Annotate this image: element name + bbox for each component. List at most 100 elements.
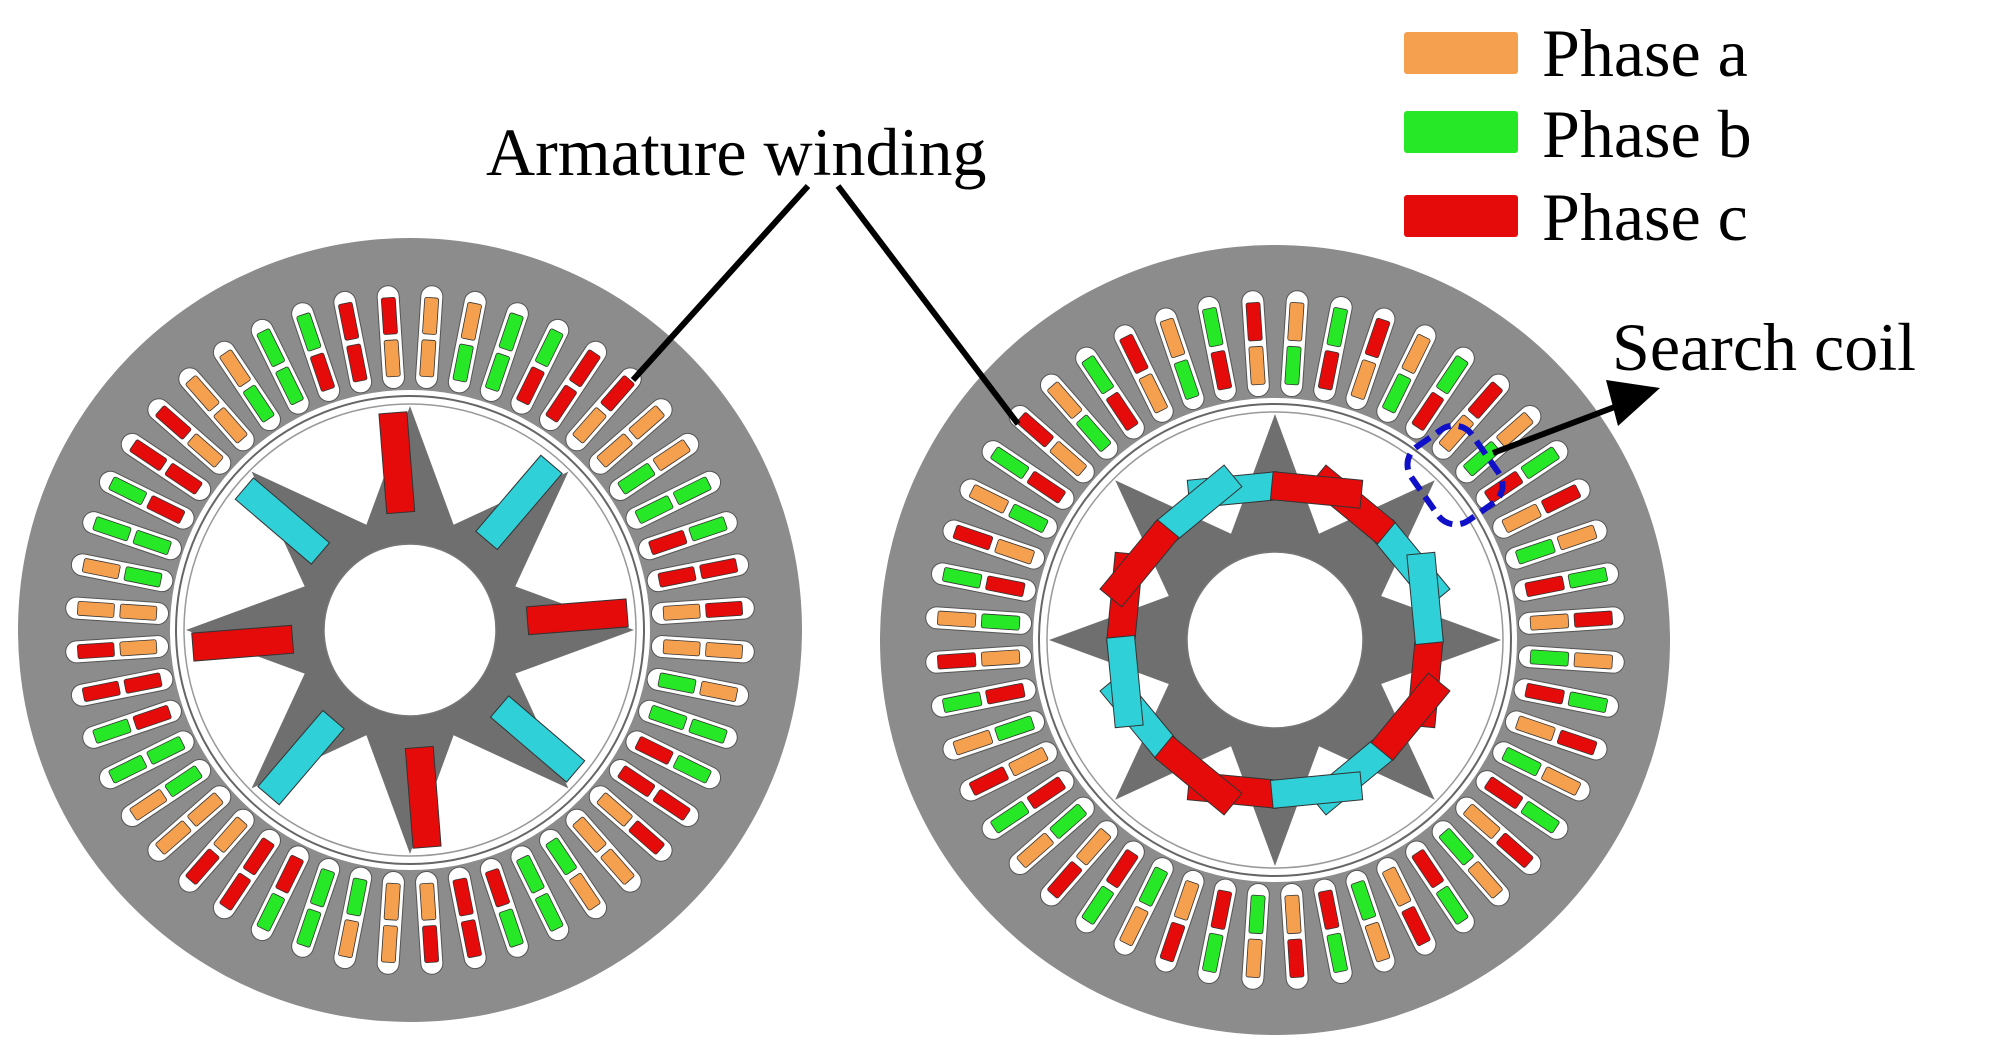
stator-slot — [70, 667, 174, 707]
coil-side-inner — [1174, 359, 1200, 400]
stator-slot — [178, 367, 255, 452]
coil-side-outer — [1202, 932, 1224, 973]
coil-side-outer — [673, 755, 712, 784]
coil-side-outer — [256, 328, 285, 367]
leader-line-right — [835, 184, 1021, 426]
coil-side-outer — [936, 652, 977, 670]
coil-side-inner — [1106, 849, 1139, 888]
stator-slot — [925, 606, 1033, 635]
coil-side-inner — [310, 352, 335, 392]
coil-side-inner — [994, 539, 1035, 565]
coil-side-outer — [569, 873, 601, 911]
coil-side-inner — [187, 792, 224, 827]
coil-side-inner — [146, 495, 186, 524]
coil-side-inner — [617, 765, 656, 797]
stator-slot — [942, 710, 1046, 761]
stator-slot — [212, 828, 281, 920]
rotor-magnet-pair — [257, 709, 345, 834]
coil-side-inner — [662, 603, 701, 621]
coil-side-outer — [460, 301, 482, 341]
coil-side-outer — [699, 558, 739, 580]
right-motor-cross-section — [880, 245, 1670, 1035]
coil-side-outer — [1496, 832, 1534, 868]
coil-side-outer — [1159, 317, 1186, 359]
rotor-magnet-pair — [1099, 434, 1364, 608]
coil-side-inner — [164, 463, 203, 495]
magnet-left — [1269, 771, 1364, 809]
coil-side-outer — [498, 312, 524, 352]
stator-slot — [646, 667, 750, 707]
stator-slot — [98, 730, 195, 790]
magnet-left — [1153, 735, 1243, 816]
magnet-spoke — [257, 709, 345, 806]
coil-side-outer — [1556, 524, 1598, 551]
coil-side-outer — [1401, 906, 1431, 946]
coil-side-outer — [952, 524, 994, 551]
stator-slot — [1345, 869, 1396, 973]
stator-slot — [147, 398, 232, 475]
coil-side-inner — [1484, 776, 1523, 809]
coil-side-inner — [123, 566, 163, 588]
stator-slot — [625, 470, 722, 530]
stator-slot — [1455, 796, 1542, 876]
flux-barrier — [325, 426, 342, 451]
stator-slot — [178, 808, 255, 893]
search-coil-arrowhead — [1606, 380, 1660, 426]
coil-side-inner — [346, 343, 368, 383]
flux-barrier — [325, 809, 342, 834]
search-coil-annotation: Search coil — [1491, 309, 1916, 456]
coil-side-inner — [123, 672, 163, 694]
stator-slot — [447, 866, 487, 970]
coil-side-inner — [275, 366, 304, 406]
coil-side-inner — [1501, 747, 1542, 777]
coil-side-outer — [296, 312, 322, 352]
coil-side-outer — [936, 610, 977, 628]
magnet-left — [1099, 518, 1180, 608]
coil-side-outer — [81, 558, 121, 580]
coil-side-outer — [1573, 610, 1614, 628]
coil-side-inner — [1210, 889, 1232, 930]
coil-side-outer — [81, 680, 121, 702]
stator-slot — [250, 318, 310, 415]
stator-slot — [565, 808, 642, 893]
rotor-magnet-pair — [325, 411, 416, 515]
stator-slot — [1039, 373, 1119, 460]
stator-slot — [376, 870, 405, 975]
coil-side-inner — [634, 495, 674, 524]
flux-barrier — [206, 698, 231, 715]
coil-side-inner — [485, 352, 510, 392]
coil-side-outer — [1520, 446, 1560, 479]
coil-side-outer — [219, 349, 251, 387]
coil-side-outer — [1047, 381, 1083, 419]
coil-side-inner — [213, 816, 248, 853]
stator-slot — [510, 318, 570, 415]
coil-side-outer — [952, 729, 994, 756]
legend-swatch-phase-c — [1404, 195, 1518, 237]
coil-side-inner — [213, 407, 248, 444]
coil-side-inner — [243, 384, 275, 423]
coil-side-outer — [1119, 906, 1149, 946]
coil-side-outer — [129, 439, 167, 471]
stator-slot — [98, 470, 195, 530]
coil-side-inner — [545, 837, 577, 876]
stator-slot — [1008, 404, 1095, 484]
phase-legend: Phase a Phase b Phase c — [1404, 15, 1752, 255]
coil-side-inner — [1382, 866, 1412, 907]
coil-side-outer — [1573, 652, 1614, 670]
coil-side-outer — [1119, 334, 1149, 374]
coil-side-outer — [969, 766, 1009, 796]
coil-side-outer — [569, 349, 601, 387]
armature-leader-lines — [630, 183, 1021, 426]
stator-slot — [1241, 882, 1270, 990]
coil-side-outer — [1496, 412, 1534, 448]
flux-barrier — [1456, 709, 1481, 725]
coil-side-inner — [1350, 359, 1376, 400]
magnet-spoke — [525, 598, 629, 636]
stator-slot — [1513, 678, 1619, 718]
coil-side-inner — [1350, 880, 1376, 921]
stator-slot — [1405, 346, 1475, 440]
stator-slot — [479, 858, 529, 958]
stator-slot — [1475, 770, 1569, 840]
coil-side-inner — [1076, 414, 1112, 452]
stator-slot — [510, 845, 570, 942]
